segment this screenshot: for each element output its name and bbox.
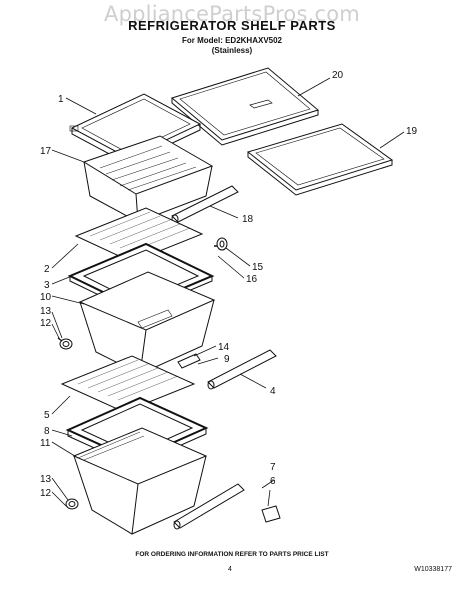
page-number: 4 — [228, 566, 232, 573]
part-2-glass-insert — [74, 207, 204, 263]
part-11-crisper-pan — [72, 427, 208, 535]
callout-11: 11 — [40, 438, 51, 449]
part-15-16-roller — [214, 237, 228, 251]
callout-18: 18 — [242, 214, 254, 225]
callout-13-upper: 13 — [40, 306, 52, 317]
part-5-glass-insert — [60, 355, 196, 413]
part-20-glass-shelf — [170, 67, 320, 146]
part-7-6-rail — [173, 483, 281, 530]
callout-7: 7 — [270, 462, 276, 473]
document-number: W10338177 — [414, 566, 452, 573]
callout-13-lower: 13 — [40, 474, 52, 485]
watermark: AppliancePartsPros.com — [104, 2, 360, 26]
callout-4: 4 — [270, 386, 276, 397]
ordering-note: FOR ORDERING INFORMATION REFER TO PARTS … — [135, 551, 329, 558]
callout-5: 5 — [44, 410, 50, 421]
part-18-slide-rail — [171, 185, 239, 224]
callout-3: 3 — [44, 280, 50, 291]
callout-19: 19 — [406, 126, 418, 137]
callout-1: 1 — [58, 94, 64, 105]
part-12-13-lower-hardware — [65, 498, 79, 510]
leader-lines — [51, 77, 405, 507]
part-4-slide-rail — [207, 349, 277, 390]
callout-6: 6 — [270, 476, 276, 487]
part-19-glass-shelf — [246, 123, 394, 196]
part-14-9-clip — [177, 353, 201, 369]
callout-20: 20 — [332, 70, 344, 81]
callout-12-lower: 12 — [40, 488, 52, 499]
callout-10: 10 — [40, 292, 52, 303]
callout-15: 15 — [252, 262, 264, 273]
finish-line: (Stainless) — [211, 46, 253, 55]
callout-8: 8 — [44, 426, 50, 437]
page-title: REFRIGERATOR SHELF PARTS — [128, 18, 336, 33]
callout-9: 9 — [224, 354, 230, 365]
callout-14: 14 — [218, 342, 230, 353]
part-12-13-hardware — [57, 337, 73, 350]
callout-17: 17 — [40, 146, 52, 157]
model-line: For Model: ED2KHAXV502 — [181, 36, 283, 45]
callout-12-upper: 12 — [40, 318, 52, 329]
callout-2: 2 — [44, 264, 50, 275]
callout-16: 16 — [246, 274, 258, 285]
